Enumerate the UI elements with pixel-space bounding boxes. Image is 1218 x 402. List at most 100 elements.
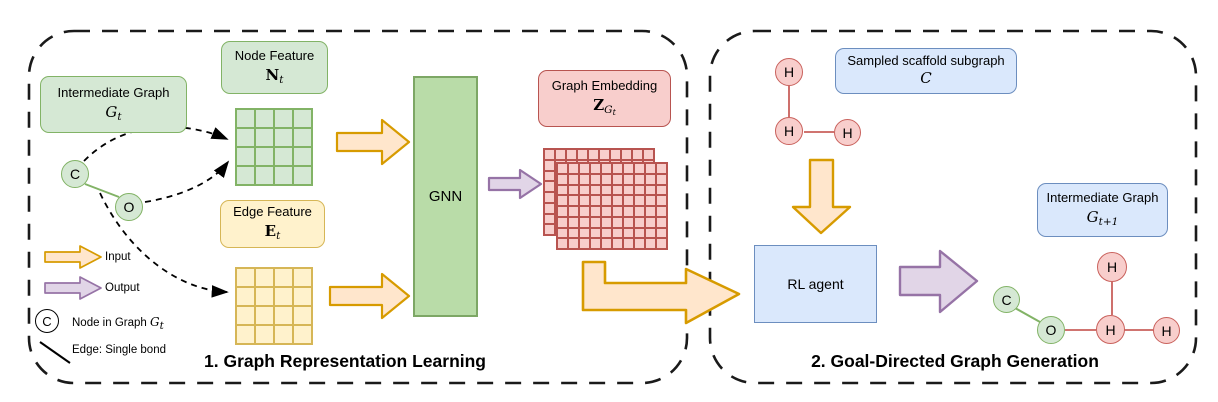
- output-arrow-gnn-to-embedding: [487, 168, 543, 200]
- matrix-cell: [579, 216, 590, 228]
- input-arrow-embedding-to-rl-agent: [581, 260, 741, 325]
- matrix-cell: [255, 287, 274, 306]
- matrix-cell: [612, 238, 623, 249]
- node-feature-label: Node Feature Nt: [221, 41, 328, 94]
- matrix-cell: [557, 216, 568, 228]
- result-edge-c-o: [1014, 307, 1041, 323]
- matrix-cell: [610, 149, 621, 160]
- matrix-cell: [274, 325, 293, 344]
- legend-input-label: Input: [105, 251, 131, 263]
- matrix-cell: [656, 163, 667, 174]
- matrix-cell: [601, 163, 612, 174]
- matrix-cell: [634, 238, 645, 249]
- intermediate-graph-symbol: Gt: [105, 102, 122, 123]
- edge-c-o: [84, 183, 120, 198]
- legend-input-arrow: [44, 245, 102, 269]
- matrix-cell: [623, 227, 634, 239]
- matrix-cell: [656, 238, 667, 249]
- matrix-cell: [274, 306, 293, 325]
- matrix-cell: [588, 149, 599, 160]
- matrix-cell: [293, 166, 312, 185]
- matrix-cell: [656, 216, 667, 228]
- matrix-cell: [555, 149, 566, 160]
- matrix-cell: [612, 206, 623, 217]
- matrix-cell: [601, 216, 612, 228]
- input-arrow-scaffold-to-rl-agent: [791, 158, 852, 235]
- matrix-cell: [236, 109, 255, 128]
- matrix-cell: [590, 163, 601, 174]
- node-feature-matrix: [235, 108, 313, 186]
- matrix-cell: [255, 306, 274, 325]
- matrix-cell: [255, 147, 274, 166]
- legend-node-label-text: Node in Graph: [72, 317, 150, 329]
- matrix-cell: [293, 109, 312, 128]
- matrix-cell: [623, 216, 634, 228]
- matrix-cell: [579, 195, 590, 206]
- matrix-cell: [557, 173, 568, 185]
- matrix-cell: [623, 195, 634, 206]
- matrix-cell: [601, 195, 612, 206]
- matrix-cell: [557, 238, 568, 249]
- matrix-cell: [293, 306, 312, 325]
- legend-output-arrow: [44, 276, 102, 300]
- matrix-cell: [255, 109, 274, 128]
- scaffold-node-h2: H: [775, 117, 803, 145]
- matrix-cell: [255, 325, 274, 344]
- matrix-cell: [557, 227, 568, 239]
- matrix-cell: [590, 206, 601, 217]
- input-arrow-node-matrix-to-gnn: [335, 118, 411, 166]
- matrix-cell: [601, 206, 612, 217]
- matrix-cell: [656, 206, 667, 217]
- scaffold-node-h1: H: [775, 58, 803, 86]
- matrix-cell: [544, 192, 555, 203]
- left-panel-title: 1. Graph Representation Learning: [204, 351, 486, 371]
- matrix-cell: [568, 184, 579, 196]
- graph-embedding-symbol: ZGt: [593, 96, 616, 118]
- output-arrow-rl-agent-to-graph: [898, 249, 979, 314]
- edge-feature-label: Edge Feature Et: [220, 200, 325, 248]
- intermediate-graph-label: Intermediate Graph Gt: [40, 76, 187, 133]
- matrix-cell: [590, 216, 601, 228]
- matrix-cell: [634, 216, 645, 228]
- matrix-cell: [293, 128, 312, 147]
- scaffold-subgraph-label-text: Sampled scaffold subgraph: [847, 53, 1005, 69]
- matrix-cell: [590, 184, 601, 196]
- matrix-cell: [566, 149, 577, 160]
- matrix-cell: [599, 149, 610, 160]
- matrix-cell: [236, 128, 255, 147]
- matrix-cell: [623, 184, 634, 196]
- matrix-cell: [645, 238, 656, 249]
- matrix-cell: [544, 149, 555, 160]
- graph-embedding-label: Graph Embedding ZGt: [538, 70, 671, 127]
- intermediate-graph-t1-label: Intermediate Graph Gt+1: [1037, 183, 1168, 237]
- node-feature-symbol: Nt: [265, 65, 284, 86]
- scaffold-subgraph-symbol: C: [920, 69, 932, 88]
- matrix-cell: [544, 159, 555, 171]
- matrix-cell: [656, 227, 667, 239]
- matrix-cell: [544, 202, 555, 214]
- node-feature-label-text: Node Feature: [234, 47, 315, 63]
- edge-feature-symbol: Et: [264, 222, 281, 243]
- result-node-h-top: H: [1097, 252, 1127, 282]
- intermediate-graph-t1-symbol: Gt+1: [1086, 208, 1119, 229]
- matrix-cell: [274, 128, 293, 147]
- matrix-cell: [568, 195, 579, 206]
- legend-node-label: Node in Graph Gt: [72, 315, 164, 332]
- matrix-cell: [645, 206, 656, 217]
- matrix-cell: [557, 195, 568, 206]
- result-node-o: O: [1037, 316, 1065, 344]
- matrix-cell: [236, 287, 255, 306]
- result-node-c: C: [993, 286, 1020, 313]
- input-arrow-edge-matrix-to-gnn: [328, 272, 411, 320]
- matrix-cell: [568, 227, 579, 239]
- matrix-cell: [590, 173, 601, 185]
- matrix-cell: [255, 268, 274, 287]
- matrix-cell: [579, 163, 590, 174]
- matrix-cell: [579, 184, 590, 196]
- matrix-cell: [557, 184, 568, 196]
- matrix-cell: [274, 147, 293, 166]
- matrix-cell: [645, 195, 656, 206]
- matrix-cell: [634, 173, 645, 185]
- matrix-cell: [601, 238, 612, 249]
